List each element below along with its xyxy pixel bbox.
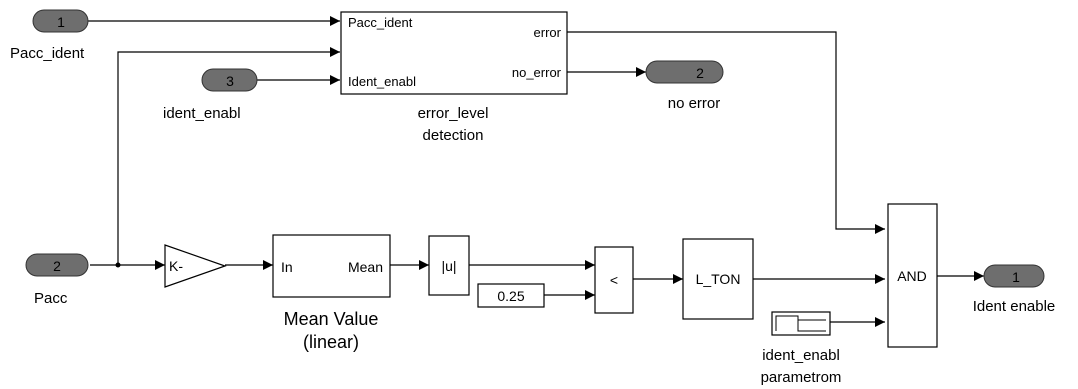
error-block-port-error: error [534,25,562,40]
constant-block-value: 0.25 [497,288,524,304]
outport-1-shape [983,264,1045,288]
error-level-detection-block[interactable]: Pacc_ident Ident_enabl error no_error [340,11,568,95]
mean-value-block[interactable]: In Mean [272,234,391,298]
compare-block-operator: < [610,272,618,288]
and-block[interactable]: AND [887,203,938,348]
wire-error[interactable] [567,31,885,234]
param-block[interactable] [771,311,831,336]
l-ton-block-frame [682,238,754,320]
param-block-caption-2: parametrom [761,369,842,386]
inport-3-shape [201,68,258,92]
compare-block-frame [594,246,634,314]
error-block-caption-1: error_level [418,105,489,122]
param-block-frame [771,311,831,336]
outport-1[interactable]: 1 [983,264,1045,288]
inport-3[interactable]: 3 [201,68,258,92]
outport-2[interactable]: 2 [645,60,724,84]
error-block-caption-2: detection [423,127,484,144]
inport-3-label: ident_enabl [163,105,241,122]
constant-block-frame [477,283,545,308]
and-block-text: AND [897,268,927,284]
gain-shape [164,244,227,288]
outport-2-number: 2 [696,65,704,81]
signal-lines [88,16,984,327]
param-block-caption-1: ident_enabl [762,347,840,364]
param-step-icon [775,315,826,332]
gain-block[interactable]: K- [164,244,227,288]
outport-1-number: 1 [1012,269,1020,285]
outport-2-shape [645,60,724,84]
constant-block[interactable]: 0.25 [477,283,545,308]
inport-2-label: Pacc [34,290,68,307]
wire-pacc-branch[interactable] [117,47,340,265]
gain-text: K- [169,258,183,274]
mean-block-frame [272,234,391,298]
inport-1-number: 1 [57,14,65,30]
inport-2-shape [25,253,89,277]
branch-point [115,262,121,268]
inport-1-label: Pacc_ident [10,45,85,62]
compare-block[interactable]: < [594,246,634,314]
mean-block-caption-2: (linear) [303,332,359,352]
abs-block[interactable]: |u| [428,235,470,296]
abs-block-text: |u| [441,258,456,274]
error-block-port-ident: Ident_enabl [348,74,416,89]
inport-1[interactable]: 1 [32,9,89,33]
inport-2[interactable]: 2 [25,253,89,277]
l-ton-block[interactable]: L_TON [682,238,754,320]
error-block-port-pacc: Pacc_ident [348,15,413,30]
l-ton-block-text: L_TON [696,271,741,287]
inport-1-shape [32,9,89,33]
and-block-frame [887,203,938,348]
mean-block-caption-1: Mean Value [284,309,379,329]
error-block-port-no-error: no_error [512,65,562,80]
mean-block-port-out: Mean [348,259,383,275]
outport-1-label: Ident enable [973,298,1056,315]
mean-block-port-in: In [281,259,293,275]
inport-2-number: 2 [53,258,61,274]
inport-3-number: 3 [226,73,234,89]
outport-2-label: no error [668,95,721,112]
abs-block-frame [428,235,470,296]
error-block-frame [340,11,568,95]
